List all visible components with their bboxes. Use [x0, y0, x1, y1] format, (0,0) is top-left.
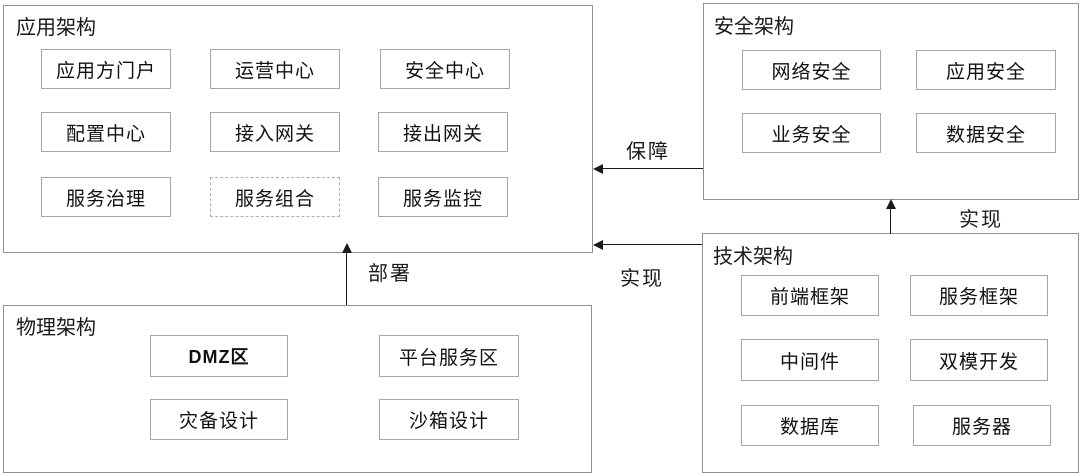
service-composition-node: 服务组合: [210, 177, 340, 217]
security-architecture-section: [703, 3, 1079, 200]
service-governance-node: 服务治理: [41, 177, 171, 217]
app-architecture-title: 应用架构: [16, 17, 96, 39]
deploy-arrow-label: 部署: [368, 263, 412, 285]
realize-app-arrow-label: 实现: [620, 268, 664, 290]
service-framework-node: 服务框架: [910, 275, 1048, 316]
disaster-recovery-node: 灾备设计: [150, 399, 288, 440]
tech-architecture-title: 技术架构: [713, 246, 793, 268]
service-monitoring-node: 服务监控: [378, 177, 508, 217]
application-security-node: 应用安全: [916, 50, 1056, 90]
realize-security-arrow-line: [890, 208, 891, 234]
physical-architecture-section: [3, 305, 592, 473]
deploy-arrowhead-icon: [342, 243, 352, 253]
guarantee-arrow-label: 保障: [626, 141, 670, 163]
inbound-gateway-node: 接入网关: [210, 112, 340, 152]
dual-mode-dev-node: 双模开发: [910, 339, 1048, 381]
outbound-gateway-node: 接出网关: [378, 112, 508, 152]
physical-architecture-title: 物理架构: [16, 317, 96, 339]
deploy-arrow-line: [346, 252, 347, 305]
realize-app-arrow-line: [602, 244, 702, 245]
security-center-node: 安全中心: [380, 49, 510, 89]
frontend-framework-node: 前端框架: [741, 275, 879, 316]
operation-center-node: 运营中心: [210, 49, 340, 89]
guarantee-arrowhead-icon: [593, 164, 603, 174]
business-security-node: 业务安全: [742, 113, 881, 153]
database-node: 数据库: [741, 405, 879, 446]
security-architecture-title: 安全架构: [714, 16, 794, 38]
realize-app-arrowhead-icon: [593, 240, 603, 250]
middleware-node: 中间件: [741, 339, 879, 381]
network-security-node: 网络安全: [742, 50, 881, 90]
guarantee-arrow-line: [602, 168, 703, 169]
data-security-node: 数据安全: [916, 113, 1056, 153]
config-center-node: 配置中心: [41, 112, 171, 152]
app-portal-node: 应用方门户: [41, 49, 171, 89]
platform-service-zone-node: 平台服务区: [379, 335, 519, 377]
server-node: 服务器: [913, 405, 1051, 446]
realize-security-arrowhead-icon: [886, 199, 896, 209]
dmz-zone-node: DMZ区: [150, 335, 288, 377]
sandbox-design-node: 沙箱设计: [379, 399, 519, 440]
realize-security-arrow-label: 实现: [959, 209, 1003, 231]
